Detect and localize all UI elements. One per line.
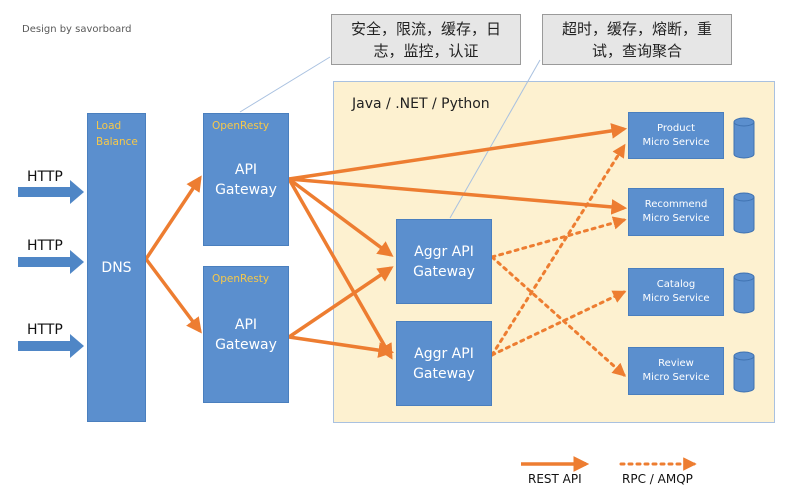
openresty-tag: OpenResty — [212, 273, 270, 285]
rpc-arrow — [490, 290, 627, 357]
aggr-gateway-box: Aggr API Gateway — [396, 219, 492, 304]
note-callout-line — [239, 56, 331, 113]
database-icon — [733, 117, 755, 159]
http-arrow — [18, 180, 84, 204]
service-label: Recommend Micro Service — [642, 199, 710, 224]
http-arrow — [18, 334, 84, 358]
credit-text: Design by savorboard — [22, 24, 132, 35]
rpc-arrow — [490, 216, 627, 259]
http-label: HTTP — [27, 169, 63, 185]
rest-arrow — [287, 177, 394, 257]
gateway-note: 安全，限流，缓存，日 志，监控，认证 — [331, 14, 521, 65]
aggr-gateway-label: Aggr API Gateway — [413, 243, 475, 280]
aggr-note: 超时，缓存，熔断，重 试，查询聚合 — [542, 14, 732, 65]
region-label: Java / .NET / Python — [352, 96, 490, 112]
rest-arrow — [288, 123, 628, 181]
database-icon — [733, 192, 755, 234]
service-box-recommend: Recommend Micro Service — [628, 188, 724, 236]
service-label: Product Micro Service — [642, 122, 710, 148]
legend-rest-label: REST API — [528, 472, 582, 486]
http-arrow — [18, 250, 84, 274]
service-label: Catalog Micro Service — [642, 279, 710, 304]
rest-arrow — [288, 266, 394, 339]
service-label: Review Micro Service — [642, 358, 710, 383]
dns-box: Load Balance DNS — [87, 113, 146, 422]
rest-arrow — [144, 257, 202, 334]
rest-arrow — [288, 177, 628, 215]
gateway-label: API Gateway — [215, 316, 277, 353]
rest-arrow — [144, 175, 202, 260]
rest-arrow — [288, 335, 395, 358]
gateway-label: API Gateway — [215, 161, 277, 198]
dns-label: DNS — [101, 259, 132, 276]
rpc-arrow — [490, 143, 626, 357]
database-icon — [733, 351, 755, 393]
dns-tag: Load Balance — [96, 120, 138, 148]
http-label: HTTP — [27, 238, 63, 254]
aggr-gateway-box: Aggr API Gateway — [396, 321, 492, 406]
api-gateway-box: OpenResty API Gateway — [203, 266, 289, 403]
rpc-arrow — [490, 255, 627, 377]
rest-arrow — [287, 178, 393, 360]
database-icon — [733, 272, 755, 314]
aggr-gateway-label: Aggr API Gateway — [413, 345, 475, 382]
openresty-tag: OpenResty — [212, 120, 270, 132]
api-gateway-box: OpenResty API Gateway — [203, 113, 289, 246]
http-label: HTTP — [27, 322, 63, 338]
service-box-review: Review Micro Service — [628, 347, 724, 395]
service-box-catalog: Catalog Micro Service — [628, 268, 724, 316]
service-box-product: Product Micro Service — [628, 112, 724, 159]
legend-rpc-label: RPC / AMQP — [622, 472, 693, 486]
note-callout-line — [449, 59, 541, 219]
